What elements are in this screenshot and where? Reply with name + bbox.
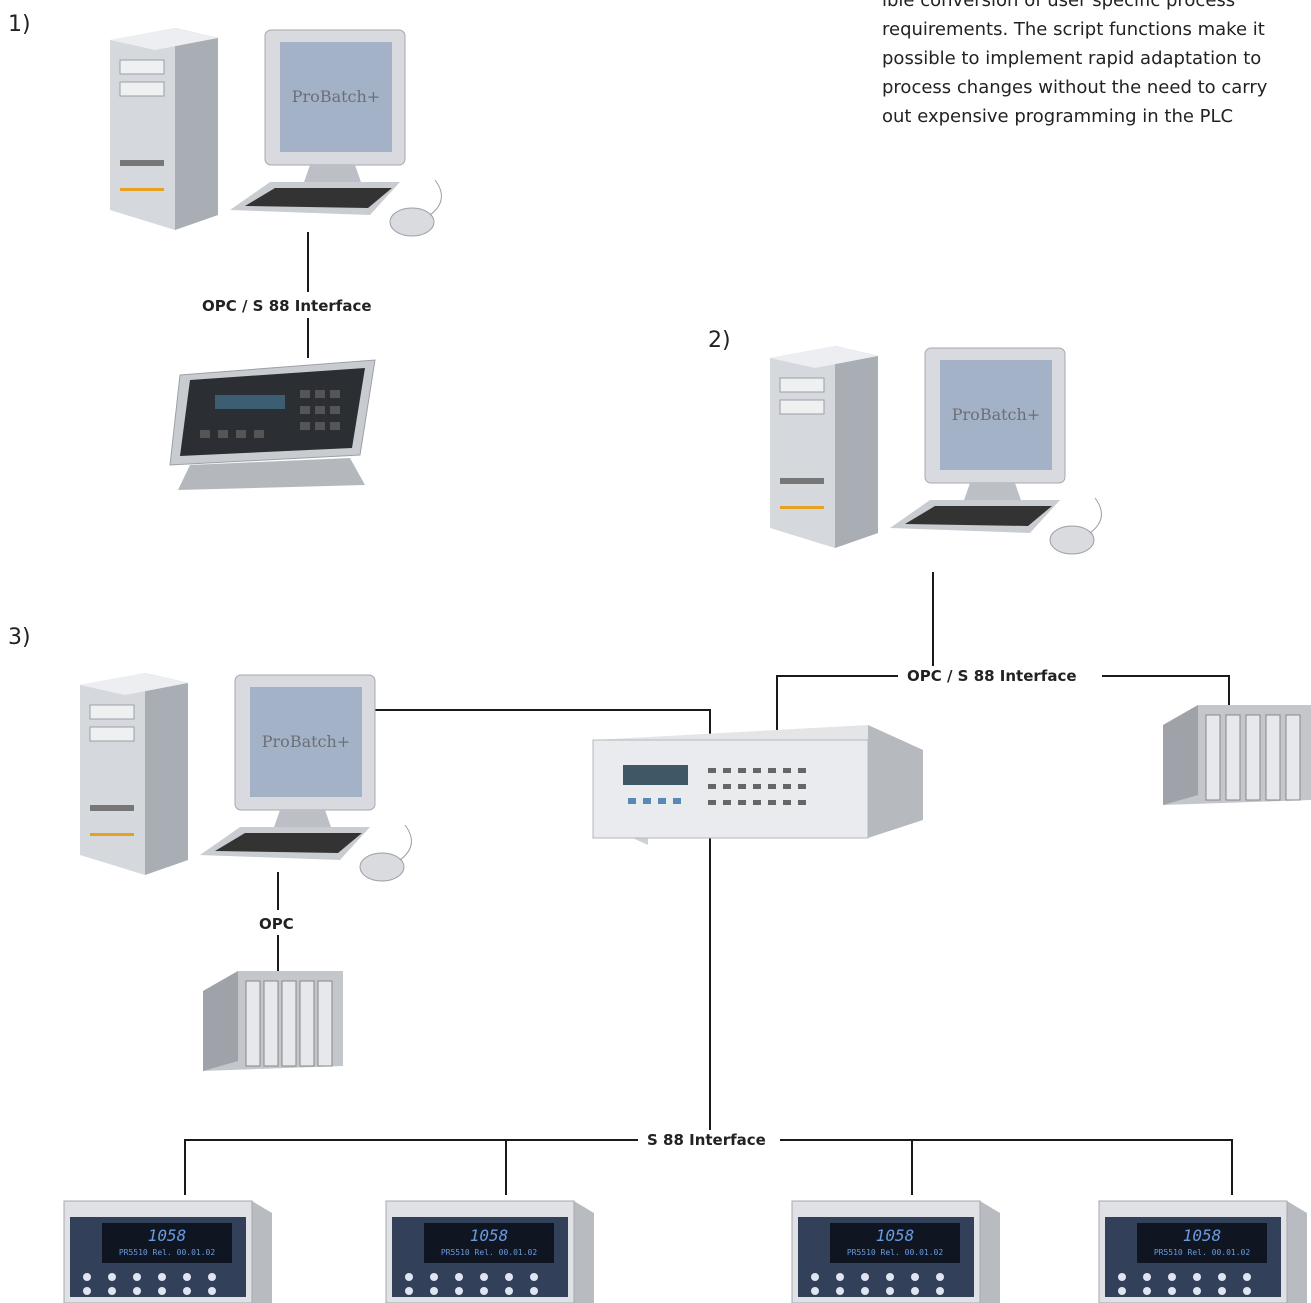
- weighing-terminal: [169, 359, 376, 490]
- intro-text-line-3: possible to implement rapid adaptation t…: [882, 48, 1262, 69]
- screen-label: ProBatch+: [952, 405, 1040, 424]
- tower-pc-icon: [80, 673, 188, 875]
- pc-workstation-2: ProBatch+: [770, 346, 1102, 555]
- interface-label-1: OPC / S 88 Interface: [193, 296, 381, 316]
- interface-label-2: OPC / S 88 Interface: [898, 666, 1086, 686]
- intro-text-line-5: out expensive programming in the PLC: [882, 106, 1234, 127]
- section-label-3: 3): [8, 625, 31, 650]
- controller-model: PR5510 Rel. 00.01.02: [119, 1248, 216, 1257]
- keyboard-icon: [890, 500, 1060, 533]
- plc-module: [1163, 705, 1311, 805]
- monitor-icon: ProBatch+: [234, 674, 376, 830]
- controller-weight: 1058: [470, 1226, 509, 1245]
- keyboard-icon: [230, 182, 400, 215]
- controller-weight: 1058: [148, 1226, 187, 1245]
- keyboard-icon: [200, 827, 370, 860]
- process-controller-unit: [592, 725, 923, 845]
- section-label-1: 1): [8, 12, 31, 37]
- controller-weight: 1058: [1183, 1226, 1222, 1245]
- interface-label-3-opc: OPC: [250, 914, 303, 934]
- process-controller-1: 1058 PR5510 Rel. 00.01.02: [63, 1200, 272, 1303]
- controller-model: PR5510 Rel. 00.01.02: [847, 1248, 944, 1257]
- intro-text-line-1: ible conversion of user specific process: [882, 0, 1236, 11]
- mouse-icon: [359, 824, 412, 882]
- process-controller-3: 1058 PR5510 Rel. 00.01.02: [791, 1200, 1000, 1303]
- monitor-icon: ProBatch+: [264, 29, 406, 185]
- process-controller-2: 1058 PR5510 Rel. 00.01.02: [385, 1200, 594, 1303]
- mouse-icon: [1049, 497, 1102, 555]
- screen-label: ProBatch+: [262, 732, 350, 751]
- pc-workstation-3: ProBatch+: [80, 673, 412, 882]
- section-label-2: 2): [708, 328, 731, 353]
- plc-module: [203, 971, 343, 1071]
- monitor-icon: ProBatch+: [924, 347, 1066, 503]
- process-controller-4: 1058 PR5510 Rel. 00.01.02: [1098, 1200, 1307, 1303]
- screen-label: ProBatch+: [292, 87, 380, 106]
- tower-pc-icon: [770, 346, 878, 548]
- mouse-icon: [389, 179, 442, 237]
- interface-label-3-s88: S 88 Interface: [638, 1130, 775, 1150]
- tower-pc-icon: [110, 28, 218, 230]
- intro-text-line-2: requirements. The script functions make …: [882, 19, 1265, 40]
- pc-workstation-1: ProBatch+: [110, 28, 442, 237]
- controller-model: PR5510 Rel. 00.01.02: [441, 1248, 538, 1257]
- intro-text-line-4: process changes without the need to carr…: [882, 77, 1268, 98]
- controller-model: PR5510 Rel. 00.01.02: [1154, 1248, 1251, 1257]
- controller-weight: 1058: [876, 1226, 915, 1245]
